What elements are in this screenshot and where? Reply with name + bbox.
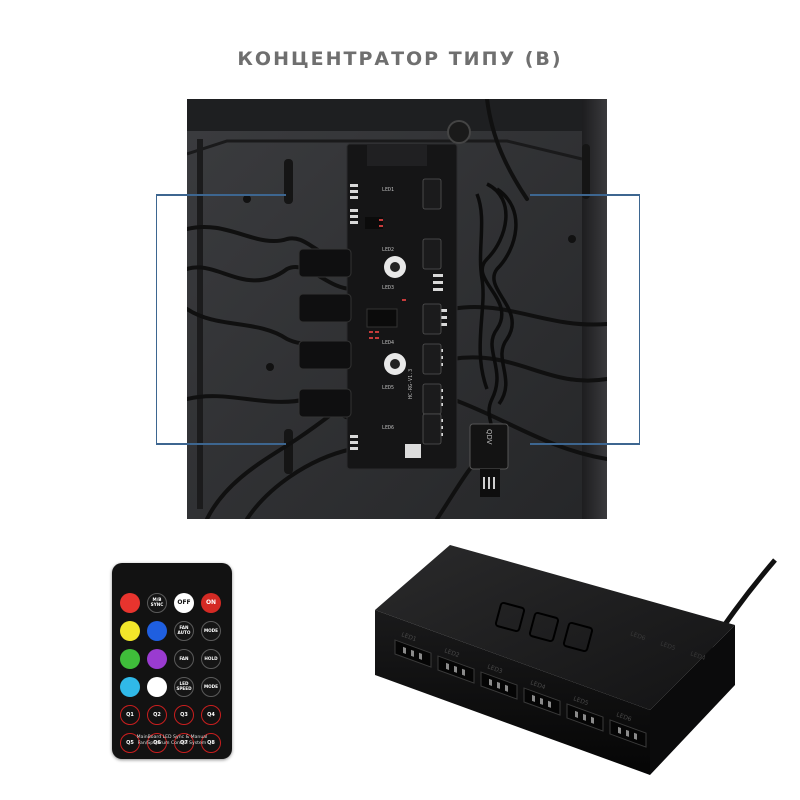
remote-button-m-b-sync: M/B SYNC [147,593,167,613]
page-title: КОНЦЕНТРАТОР ТИПУ (B) [237,48,563,70]
remote-button-q2: Q2 [147,705,167,725]
svg-text:LED2: LED2 [382,247,394,253]
remote-button-mode: MODE [201,621,221,641]
remote-button-grid: M/B SYNC OFF ON FAN AUTO MODE FAN HOLD LED SPEE… [120,593,224,753]
pcb-photo: HC-RG-V1.3 LED1 LED2 LED3 LED4 LED5 LED6… [187,99,607,519]
hub-port: LED1 [394,631,432,668]
hub-port-label: LED2 [443,647,460,659]
remote-control: M/B SYNC OFF ON FAN AUTO MODE FAN HOLD LED SPEE… [112,563,232,759]
callout-bracket [156,194,640,444]
remote-button-q8: Q8 [201,733,221,753]
hub-port-label: LED4 [529,679,546,691]
remote-button-color-8 [120,649,140,669]
callout-line-top-left [156,194,286,196]
remote-button-led-speed: LED SPEED [174,677,194,697]
remote-button-color-4 [120,621,140,641]
hub-port-label: LED6 [615,711,632,723]
hub-port-label: LED5 [572,695,589,707]
remote-caption-line2: Fan/Spectrum Control System [137,741,207,746]
callout-line-bottom-right [530,443,640,445]
remote-button-q1: Q1 [120,705,140,725]
svg-text:HC-RG-V1.3: HC-RG-V1.3 [408,369,414,399]
pcb-photo-illustration: HC-RG-V1.3 LED1 LED2 LED3 LED4 LED5 LED6… [187,99,607,519]
remote-button-fan: FAN [174,649,194,669]
remote-caption: MainBoard LED Sync & Manual Fan/Spectrum… [112,735,232,747]
remote-button-on: ON [201,593,221,613]
hub-top-label: LED4 [689,650,706,662]
hub-port: LED3 [480,663,518,700]
hub-port-label: LED3 [486,663,503,675]
remote-button-fan-auto: FAN AUTO [174,621,194,641]
remote-button-color-13 [147,677,167,697]
remote-button-color-5 [147,621,167,641]
remote-caption-line1: MainBoard LED Sync & Manual [136,735,208,740]
svg-text:QDV: QDV [485,429,493,445]
remote-button-color-9 [147,649,167,669]
remote-button-color-12 [120,677,140,697]
hub-port: LED2 [437,647,475,684]
callout-line-top-right [530,194,640,196]
remote-button-q4: Q4 [201,705,221,725]
hub-port: LED5 [566,695,604,732]
svg-text:LED5: LED5 [382,385,394,391]
svg-text:LED6: LED6 [382,425,394,431]
callout-line-bottom-left [156,443,286,445]
svg-text:LED3: LED3 [382,285,394,291]
remote-button-q3: Q3 [174,705,194,725]
remote-button-q7: Q7 [174,733,194,753]
remote-button-hold: HOLD [201,649,221,669]
hub-port: LED4 [523,679,561,716]
hub-port: LED6 [609,711,647,748]
remote-button-q6: Q6 [147,733,167,753]
svg-text:LED1: LED1 [382,187,394,193]
remote-button-off: OFF [174,593,194,613]
hub-top-label: LED5 [659,640,676,652]
remote-button-q5: Q5 [120,733,140,753]
hub-top-label: LED6 [629,630,646,642]
hub-port-label: LED1 [400,631,417,643]
svg-text:LED4: LED4 [382,340,394,346]
remote-button-color-0 [120,593,140,613]
remote-button-mode: MODE [201,677,221,697]
